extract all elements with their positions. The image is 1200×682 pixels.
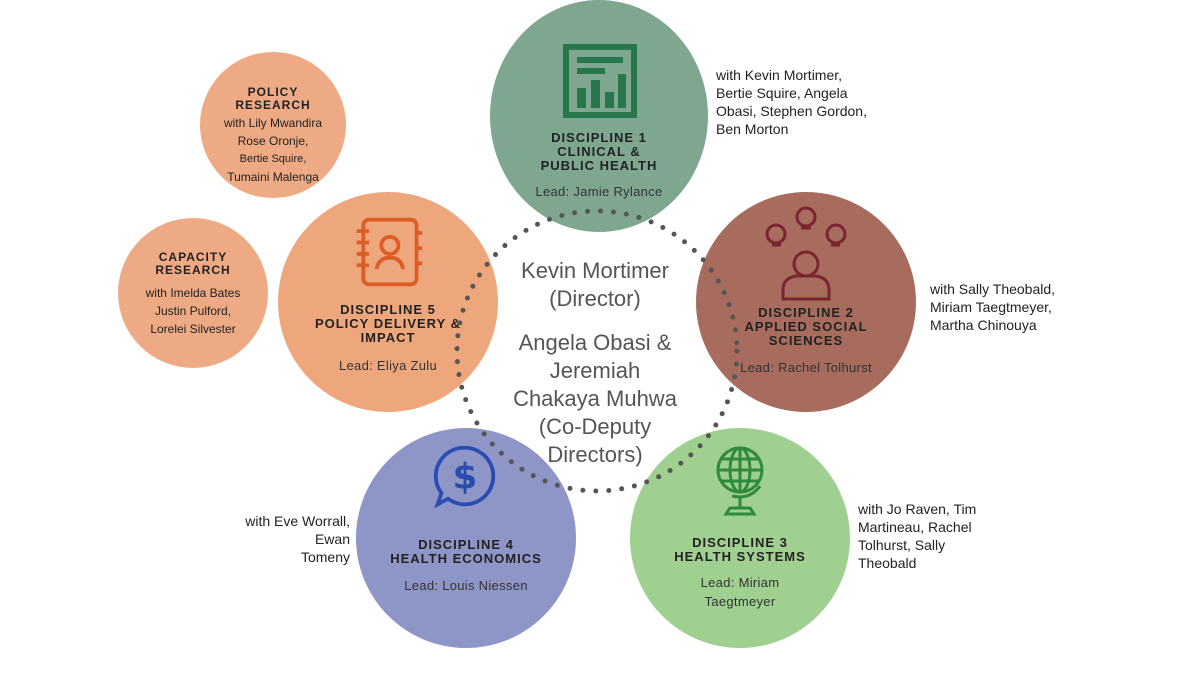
discipline-1-collaborators: with Kevin Mortimer, Bertie Squire, Ange… bbox=[716, 66, 867, 138]
discipline-2-collaborators: with Sally Theobald, Miriam Taegtmeyer, … bbox=[930, 280, 1055, 334]
collaborator-line: Martha Chinouya bbox=[930, 317, 1037, 333]
collaborator-line: Miriam Taegtmeyer, bbox=[930, 299, 1052, 315]
person-ideas-icon bbox=[765, 206, 847, 301]
discipline-1-title-2: CLINICAL & bbox=[557, 144, 641, 159]
collaborator-line: with Kevin Mortimer, bbox=[716, 67, 843, 83]
policy-research-line-1: with Lily Mwandira bbox=[223, 116, 323, 130]
discipline-2-title-2: APPLIED SOCIAL bbox=[744, 319, 868, 334]
deputies-line-3: Chakaya Muhwa bbox=[513, 386, 677, 411]
deputies-line-5: Directors) bbox=[547, 442, 643, 467]
capacity-research-circle: CAPACITY RESEARCH with Imelda Bates Just… bbox=[118, 218, 268, 368]
discipline-1-title-1: DISCIPLINE 1 bbox=[551, 130, 647, 145]
collaborator-line: Obasi, Stephen Gordon, bbox=[716, 103, 867, 119]
discipline-5-lead: Lead: Eliya Zulu bbox=[338, 358, 438, 373]
deputies-line-4: (Co-Deputy bbox=[538, 414, 652, 439]
discipline-1-title-3: PUBLIC HEALTH bbox=[540, 158, 658, 173]
capacity-research-line-3: Lorelei Silvester bbox=[150, 322, 236, 336]
discipline-4-title-1: DISCIPLINE 4 bbox=[418, 537, 514, 552]
svg-text:$: $ bbox=[453, 456, 478, 497]
deputies-line-2: Jeremiah bbox=[549, 358, 641, 383]
collaborator-line: Tolhurst, Sally bbox=[858, 537, 946, 553]
discipline-2-title-3: SCIENCES bbox=[768, 333, 844, 348]
collaborator-line: with Sally Theobald, bbox=[930, 281, 1056, 297]
discipline-3-lead-2: Taegtmeyer bbox=[704, 594, 776, 609]
discipline-5-title-2: POLICY DELIVERY & bbox=[314, 316, 462, 331]
discipline-1-lead: Lead: Jamie Rylance bbox=[535, 184, 663, 199]
globe-icon bbox=[716, 446, 764, 516]
discipline-4-circle: $ DISCIPLINE 4 HEALTH ECONOMICS Lead: Lo… bbox=[356, 428, 576, 648]
policy-research-line-4: Tumaini Malenga bbox=[227, 170, 319, 184]
policy-research-line-2: Rose Oronje, bbox=[237, 134, 309, 148]
discipline-2-lead: Lead: Rachel Tolhurst bbox=[740, 360, 872, 375]
dollar-chat-icon: $ bbox=[433, 445, 496, 509]
discipline-3-collaborators: with Jo Raven, Tim Martineau, Rachel Tol… bbox=[858, 500, 976, 572]
deputies-line-1: Angela Obasi & bbox=[518, 330, 672, 355]
collaborator-line: Ben Morton bbox=[716, 121, 789, 137]
notebook-icon bbox=[356, 217, 423, 287]
capacity-research-title-2: RESEARCH bbox=[155, 263, 231, 277]
collaborator-line: Tomeny bbox=[300, 549, 350, 565]
director-role: (Director) bbox=[549, 286, 641, 311]
policy-research-circle: POLICY RESEARCH with Lily Mwandira Rose … bbox=[200, 52, 346, 198]
discipline-3-lead-1: Lead: Miriam bbox=[700, 575, 780, 590]
discipline-5-title-1: DISCIPLINE 5 bbox=[340, 302, 436, 317]
policy-research-title-2: RESEARCH bbox=[235, 98, 311, 112]
capacity-research-line-2: Justin Pulford, bbox=[154, 304, 232, 318]
collaborator-line: with Eve Worrall, bbox=[245, 513, 350, 529]
collaborator-line: Ewan bbox=[314, 531, 350, 547]
capacity-research-line-1: with Imelda Bates bbox=[145, 286, 241, 300]
policy-research-line-3: Bertie Squire, bbox=[239, 153, 307, 165]
collaborator-line: with Jo Raven, Tim bbox=[858, 501, 977, 517]
discipline-3-title-2: HEALTH SYSTEMS bbox=[674, 549, 806, 564]
discipline-4-collaborators: with Eve Worrall, Ewan Tomeny bbox=[200, 512, 350, 566]
director-name: Kevin Mortimer bbox=[521, 258, 669, 283]
discipline-1-circle: DISCIPLINE 1 CLINICAL & PUBLIC HEALTH Le… bbox=[490, 0, 708, 232]
collaborator-line: Theobald bbox=[858, 555, 917, 571]
discipline-5-title-3: IMPACT bbox=[360, 330, 416, 345]
collaborator-line: Martineau, Rachel bbox=[858, 519, 972, 535]
discipline-3-title-1: DISCIPLINE 3 bbox=[692, 535, 788, 550]
discipline-4-title-2: HEALTH ECONOMICS bbox=[390, 551, 542, 566]
discipline-3-circle: DISCIPLINE 3 HEALTH SYSTEMS Lead: Miriam… bbox=[630, 428, 850, 648]
discipline-4-lead: Lead: Louis Niessen bbox=[404, 578, 528, 593]
discipline-2-title-1: DISCIPLINE 2 bbox=[758, 305, 854, 320]
capacity-research-title-1: CAPACITY bbox=[158, 250, 228, 264]
collaborator-line: Bertie Squire, Angela bbox=[716, 85, 848, 101]
bar-chart-icon bbox=[563, 44, 637, 118]
policy-research-title-1: POLICY bbox=[247, 85, 299, 99]
